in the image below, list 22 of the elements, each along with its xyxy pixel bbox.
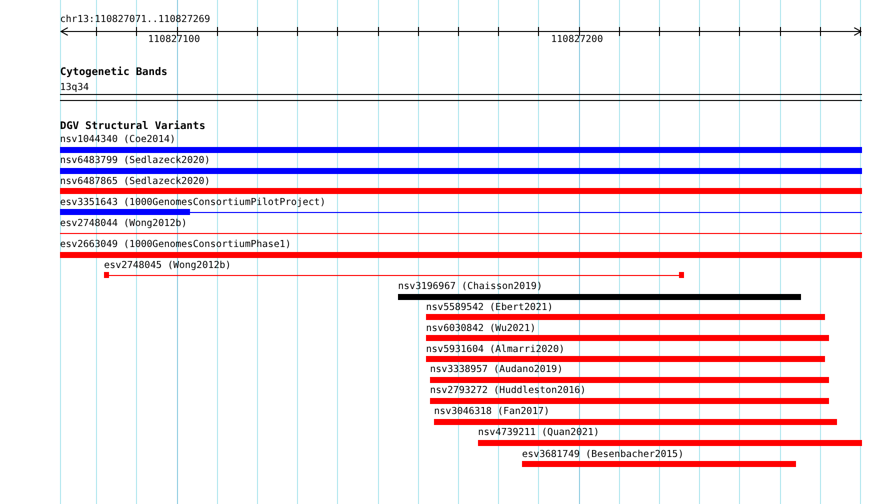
feature-label: nsv4739211 (Quan2021) (478, 427, 600, 438)
feature-label: 13q34 (60, 82, 89, 93)
feature-label: esv2663049 (1000GenomesConsortiumPhase1) (60, 239, 292, 250)
feature-label: nsv3046318 (Fan2017) (434, 406, 550, 417)
feature-label: esv2748045 (Wong2012b) (104, 260, 232, 271)
feature-label: esv3351643 (1000GenomesConsortiumPilotProject) (60, 197, 326, 208)
feature-label: esv2748044 (Wong2012b) (60, 218, 188, 229)
feature-label: nsv3196967 (Chaisson2019) (398, 281, 542, 292)
locus-coordinates: chr13:110827071..110827269 (60, 14, 210, 25)
tick-label: 110827200 (551, 34, 603, 45)
feature-label: nsv6030842 (Wu2021) (426, 323, 536, 334)
feature-label: esv3681749 (Besenbacher2015) (522, 449, 684, 460)
feature-label: nsv6487865 (Sedlazeck2020) (60, 176, 210, 187)
feature-label: nsv5589542 (Ebert2021) (426, 302, 554, 313)
feature-label: nsv5931604 (Almarri2020) (426, 344, 565, 355)
track-heading: Cytogenetic Bands (60, 67, 168, 78)
feature-label: nsv3338957 (Audano2019) (430, 364, 563, 375)
track-heading: DGV Structural Variants (60, 121, 206, 132)
tick-label: 110827100 (148, 34, 200, 45)
feature-label: nsv6483799 (Sedlazeck2020) (60, 155, 210, 166)
feature-label: nsv2793272 (Huddleston2016) (430, 385, 586, 396)
feature-label: nsv1044340 (Coe2014) (60, 134, 176, 145)
